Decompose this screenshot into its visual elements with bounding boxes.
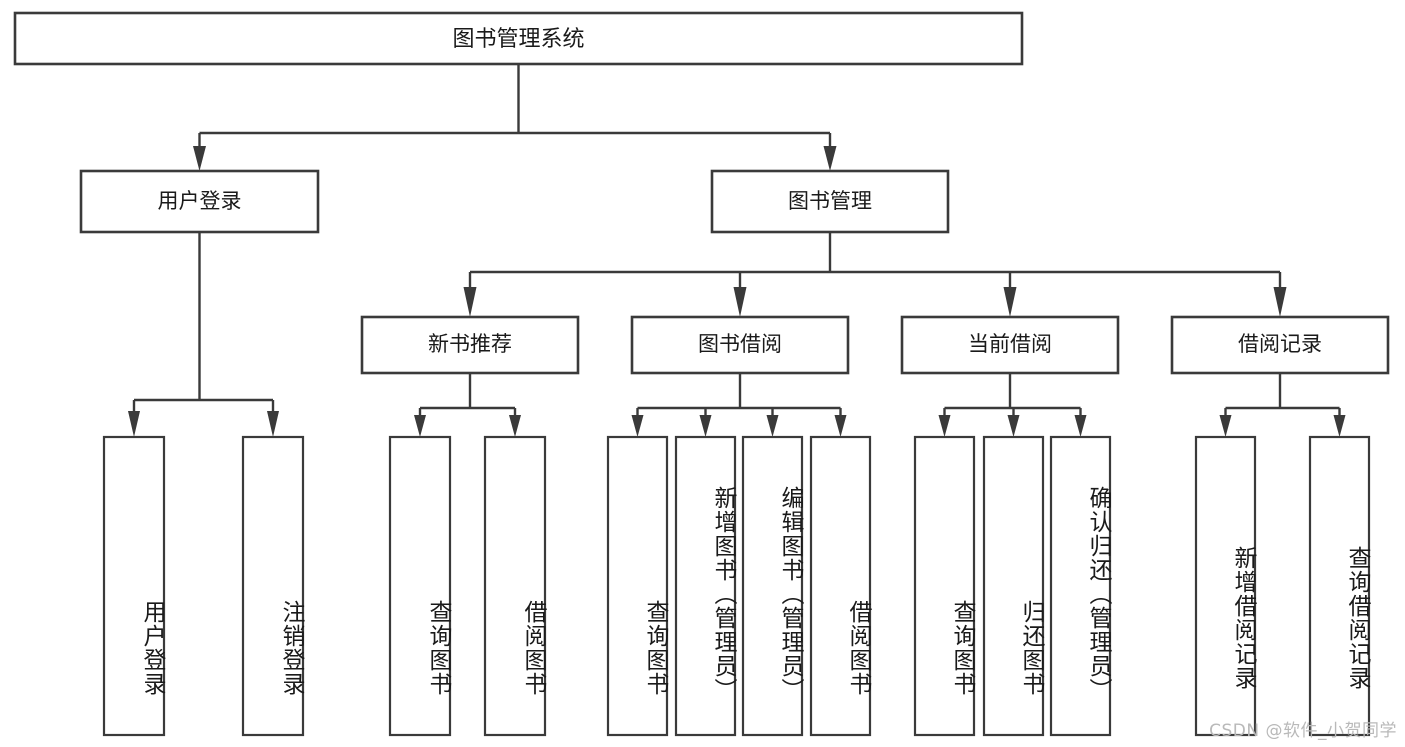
node-book-borrow-label: 图书借阅 bbox=[698, 332, 782, 356]
leaf-rect-add-book-admin[interactable] bbox=[674, 435, 737, 737]
leaf-rect-user-login[interactable] bbox=[102, 435, 166, 737]
arrow-head-leaf-confirm-return-admin bbox=[1074, 415, 1087, 437]
arrow-head-leaf-query-book-borrow bbox=[631, 415, 644, 437]
leaf-rect-group bbox=[102, 435, 1371, 737]
arrow-head-borrow-records bbox=[1273, 287, 1287, 317]
leaf-rect-edit-book-admin[interactable] bbox=[741, 435, 804, 737]
node-new-book-recommend-label: 新书推荐 bbox=[428, 332, 512, 356]
node-user-login-label: 用户登录 bbox=[158, 189, 242, 213]
leaf-rect-confirm-return-admin[interactable] bbox=[1049, 435, 1112, 737]
leaf-rect-borrow-book-rec[interactable] bbox=[483, 435, 547, 737]
connector-group-bookmgmt-to-level3 bbox=[463, 232, 1287, 317]
arrow-head-leaf-logout bbox=[267, 411, 279, 437]
leaf-rect-query-book-rec[interactable] bbox=[388, 435, 452, 737]
arrow-head-leaf-add-book-admin bbox=[699, 415, 712, 437]
arrow-head-leaf-query-book-rec bbox=[414, 415, 426, 437]
arrow-head-leaf-query-book-current bbox=[938, 415, 951, 437]
node-book-management-label: 图书管理 bbox=[788, 189, 872, 213]
connector-group-borrowrecords-to-leaves bbox=[1219, 373, 1346, 437]
arrow-head-book-borrow bbox=[733, 287, 747, 317]
node-book-management-rect[interactable] bbox=[710, 169, 950, 234]
node-current-borrow[interactable]: 当前借阅 bbox=[900, 315, 1120, 375]
arrow-head-leaf-return-book bbox=[1007, 415, 1020, 437]
leaf-rect-logout[interactable] bbox=[241, 435, 305, 737]
arrow-head-user-login bbox=[193, 146, 206, 171]
connector-group-root-to-level2 bbox=[193, 64, 837, 171]
node-new-book-recommend[interactable]: 新书推荐 bbox=[360, 315, 580, 375]
connector-group-newbook-to-leaves bbox=[414, 373, 521, 437]
node-root-label: 图书管理系统 bbox=[452, 27, 584, 52]
arrow-head-book-management bbox=[823, 146, 837, 171]
arrow-head-leaf-edit-book-admin bbox=[766, 415, 779, 437]
leaf-rect-return-book[interactable] bbox=[982, 435, 1045, 737]
node-borrow-records-label: 借阅记录 bbox=[1238, 332, 1322, 356]
node-user-login[interactable]: 用户登录 bbox=[79, 169, 320, 234]
csdn-watermark: CSDN @软件_小贺同学 bbox=[1209, 721, 1397, 741]
arrow-head-new-book-recommend bbox=[463, 287, 477, 317]
connector-group-currentborrow-to-leaves bbox=[938, 373, 1087, 437]
leaf-rect-query-book-borrow[interactable] bbox=[606, 435, 669, 737]
node-new-book-recommend-rect[interactable] bbox=[360, 315, 580, 375]
node-current-borrow-rect[interactable] bbox=[900, 315, 1120, 375]
node-user-login-rect[interactable] bbox=[79, 169, 320, 234]
arrow-head-current-borrow bbox=[1003, 287, 1017, 317]
node-borrow-records[interactable]: 借阅记录 bbox=[1170, 315, 1390, 375]
node-root-rect[interactable] bbox=[13, 11, 1024, 66]
arrow-head-leaf-borrow-book-rec bbox=[509, 415, 521, 437]
connector-group-userlogin-to-leaves bbox=[128, 232, 279, 437]
leaf-rect-query-book-current[interactable] bbox=[913, 435, 976, 737]
arrow-head-leaf-add-borrow-record bbox=[1219, 415, 1232, 437]
node-book-borrow-rect[interactable] bbox=[630, 315, 850, 375]
leaf-rect-query-borrow-record[interactable] bbox=[1308, 435, 1371, 737]
leaf-rect-borrow-book[interactable] bbox=[809, 435, 872, 737]
node-borrow-records-rect[interactable] bbox=[1170, 315, 1390, 375]
connector-group-bookborrow-to-leaves bbox=[631, 373, 847, 437]
arrow-head-leaf-user-login bbox=[128, 411, 140, 437]
node-current-borrow-label: 当前借阅 bbox=[968, 332, 1052, 356]
node-book-borrow[interactable]: 图书借阅 bbox=[630, 315, 850, 375]
arrow-head-leaf-borrow-book bbox=[834, 415, 847, 437]
leaf-rect-add-borrow-record[interactable] bbox=[1194, 435, 1257, 737]
node-book-management[interactable]: 图书管理 bbox=[710, 169, 950, 234]
arrow-head-leaf-query-borrow-record bbox=[1333, 415, 1346, 437]
node-root[interactable]: 图书管理系统 bbox=[13, 11, 1024, 66]
